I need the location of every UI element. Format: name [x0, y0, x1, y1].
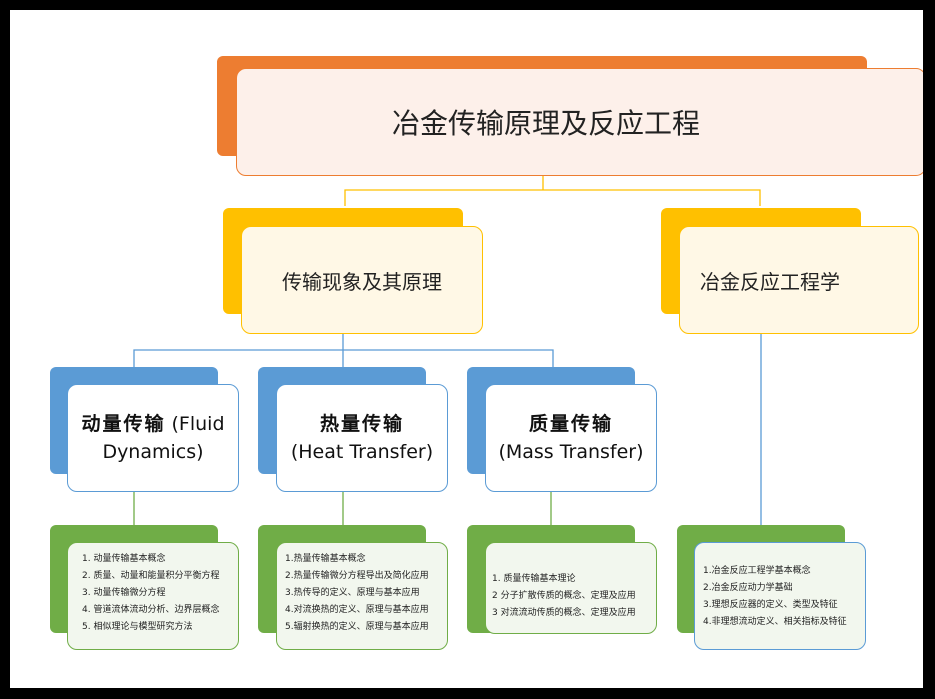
branch2-title: 冶金反应工程学: [700, 269, 840, 294]
subtopic2-en: (Heat Transfer): [290, 441, 434, 463]
diagram-canvas: 冶金传输原理及反应工程 传输现象及其原理 冶金反应工程学 动量传输 (Fluid…: [10, 10, 923, 688]
list-item: 5. 相似理论与模型研究方法: [82, 622, 193, 632]
subtopic2-node: 热量传输 (Heat Transfer): [276, 384, 448, 492]
root-title: 冶金传输原理及反应工程: [391, 107, 700, 140]
subtopic1-en2: Dynamics): [102, 441, 204, 463]
list2: 1.热量传输基本概念 2.热量传输微分方程导出及简化应用 3.热传导的定义、原理…: [276, 542, 448, 650]
list-item: 3.热传导的定义、原理与基本应用: [285, 588, 420, 598]
subtopic1-node: 动量传输 (Fluid Dynamics): [67, 384, 239, 492]
list-item: 1.冶金反应工程学基本概念: [703, 566, 811, 576]
list-item: 1.热量传输基本概念: [285, 554, 366, 564]
subtopic1-zh: 动量传输: [81, 413, 166, 435]
branch1-title: 传输现象及其原理: [282, 269, 442, 294]
list-item: 2. 质量、动量和能量积分平衡方程: [82, 571, 220, 581]
branch1-node: 传输现象及其原理: [241, 226, 483, 334]
connector-lines: [133, 176, 762, 525]
list3: 1. 质量传输基本理论 2 分子扩散传质的概念、定理及应用 3 对流流动传质的概…: [485, 542, 657, 634]
subtopic2-zh: 热量传输: [319, 413, 404, 435]
root-connector: [344, 176, 761, 206]
list-item: 1. 动量传输基本概念: [82, 554, 166, 564]
list-item: 2.热量传输微分方程导出及简化应用: [285, 571, 429, 581]
list-item: 4. 管道流体流动分析、边界层概念: [82, 605, 220, 615]
list4: 1.冶金反应工程学基本概念 2.冶金反应动力学基础 3.理想反应器的定义、类型及…: [694, 542, 866, 650]
root-node: 冶金传输原理及反应工程: [236, 68, 923, 176]
subtopic3-zh: 质量传输: [528, 413, 613, 435]
list-item: 3.理想反应器的定义、类型及特征: [703, 600, 838, 610]
list-item: 4.非理想流动定义、相关指标及特征: [703, 617, 847, 627]
list-item: 3. 动量传输微分方程: [82, 588, 166, 598]
list-item: 4.对流换热的定义、原理与基本应用: [285, 605, 429, 615]
list-item: 2.冶金反应动力学基础: [703, 583, 793, 593]
subtopic3-en: (Mass Transfer): [498, 441, 644, 463]
branch2-node: 冶金反应工程学: [679, 226, 919, 334]
list-item: 2 分子扩散传质的概念、定理及应用: [492, 591, 636, 601]
subtopic1-en1: (Fluid: [171, 413, 225, 435]
branch1-connector: [133, 334, 554, 368]
list1: 1. 动量传输基本概念 2. 质量、动量和能量积分平衡方程 3. 动量传输微分方…: [67, 542, 239, 650]
list-item: 5.辐射换热的定义、原理与基本应用: [285, 622, 429, 632]
subtopic3-node: 质量传输 (Mass Transfer): [485, 384, 657, 492]
list-item: 3 对流流动传质的概念、定理及应用: [492, 608, 636, 618]
list-item: 1. 质量传输基本理论: [492, 574, 576, 584]
